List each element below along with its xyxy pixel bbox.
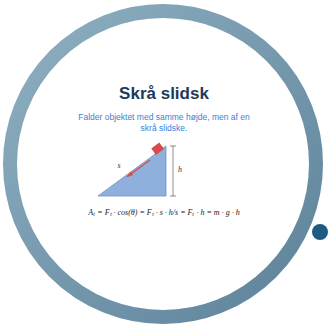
- arrow-head: [126, 172, 133, 178]
- dot: [312, 224, 328, 240]
- subtitle: Falder objektet med samme højde, men af …: [74, 112, 254, 135]
- tick: [170, 146, 176, 147]
- ring: [10, 11, 316, 317]
- height-label: h: [178, 165, 182, 174]
- slope-label: s: [117, 161, 120, 170]
- height-line: [173, 146, 174, 196]
- formula: Aₜ = Fₜ · cos(θ) = Fₜ · s · h/s = Fₜ · h…: [88, 206, 239, 217]
- block: [151, 143, 164, 155]
- title: Skrå slidsk: [119, 84, 209, 104]
- tick: [170, 196, 176, 197]
